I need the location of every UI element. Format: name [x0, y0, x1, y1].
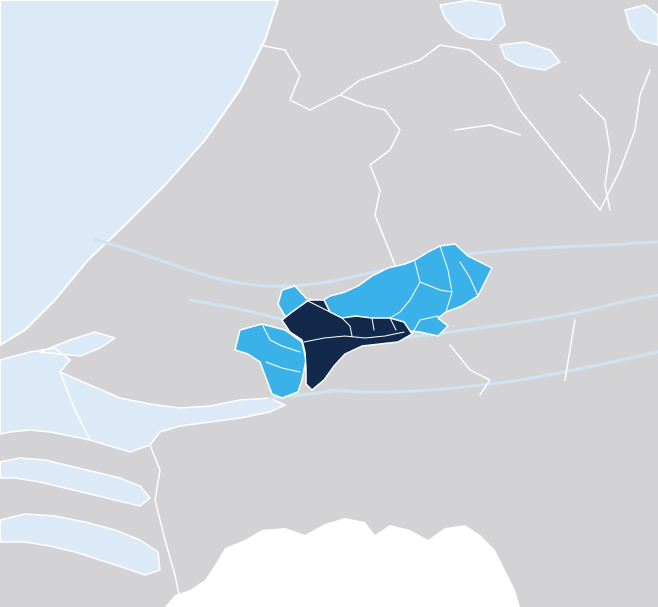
border — [564, 319, 576, 381]
river — [328, 350, 658, 394]
border — [469, 49, 601, 211]
region-highlight — [234, 323, 307, 399]
outside-area — [165, 518, 520, 607]
border — [149, 444, 181, 601]
delta-water — [0, 331, 286, 576]
border — [259, 44, 401, 266]
lake — [439, 0, 658, 71]
border — [599, 69, 651, 211]
sea-area — [0, 0, 279, 346]
border — [454, 124, 521, 136]
region-core — [281, 299, 413, 391]
river — [268, 388, 347, 400]
border — [579, 94, 611, 211]
border — [339, 44, 471, 96]
border — [449, 344, 491, 396]
region-border — [261, 245, 479, 373]
border — [59, 371, 91, 441]
